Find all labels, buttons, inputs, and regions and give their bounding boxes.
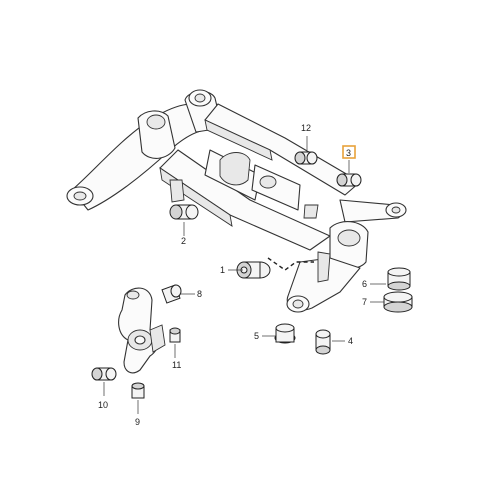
callout-12[interactable]: 12 xyxy=(301,123,311,133)
callout-2[interactable]: 2 xyxy=(181,236,186,246)
bushing-9 xyxy=(131,382,145,399)
bushing-11 xyxy=(169,327,181,343)
assembly-dashed-line xyxy=(267,257,314,271)
leader-lines xyxy=(103,136,386,414)
callout-5[interactable]: 5 xyxy=(254,331,259,341)
callout-6[interactable]: 6 xyxy=(362,279,367,289)
callout-10[interactable]: 10 xyxy=(98,400,108,410)
bushing-7 xyxy=(383,291,413,313)
selected-callout-frame xyxy=(342,145,356,159)
rear-subframe xyxy=(66,89,407,313)
bushing-4 xyxy=(315,329,331,355)
bushing-8 xyxy=(161,284,182,304)
bushing-12 xyxy=(294,151,318,165)
bushing-5 xyxy=(274,323,296,344)
callout-7[interactable]: 7 xyxy=(362,297,367,307)
callout-11[interactable]: 11 xyxy=(172,360,181,370)
callout-4[interactable]: 4 xyxy=(348,336,353,346)
bushing-2 xyxy=(169,204,199,220)
callout-3[interactable]: 3 xyxy=(346,148,351,158)
bushing-6 xyxy=(387,267,411,291)
callout-1[interactable]: 1 xyxy=(220,265,225,275)
bushing-3 xyxy=(336,173,362,187)
callout-8[interactable]: 8 xyxy=(197,289,202,299)
wheel-knuckle xyxy=(118,287,166,374)
bushing-10 xyxy=(91,367,117,381)
callout-9[interactable]: 9 xyxy=(135,417,140,427)
bushing-1 xyxy=(236,261,271,279)
